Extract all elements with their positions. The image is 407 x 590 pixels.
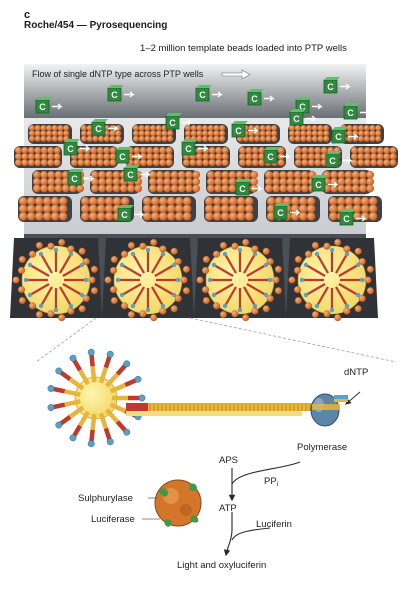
well-cross-sections: [10, 238, 378, 322]
sulphurylase-label: Sulphurylase: [78, 493, 133, 504]
nucleotide-c-cube: C: [311, 175, 339, 192]
nucleotide-c-cube: C: [107, 85, 135, 102]
template-dna-strand: [126, 403, 316, 416]
polymerase-label: Polymerase: [297, 442, 347, 453]
nucleotide-c-cube: C: [67, 169, 95, 186]
nucleotide-c-cube: C: [325, 151, 353, 168]
ptp-well: [238, 146, 286, 168]
nucleotide-c-cube: C: [123, 165, 151, 182]
dntp-label: dNTP: [344, 367, 368, 378]
well-section: [10, 238, 102, 322]
ptp-well: [18, 196, 72, 222]
ptp-well: [142, 196, 196, 222]
enzyme-complex: [154, 479, 202, 527]
nucleotide-letter: C: [119, 152, 126, 162]
nucleotide-letter: C: [199, 90, 206, 100]
figure-title: Roche/454 — Pyrosequencing: [24, 20, 168, 31]
atp-label: ATP: [219, 503, 237, 514]
nucleotide-c-cube: C: [343, 103, 371, 120]
nucleotide-letter: C: [315, 180, 322, 190]
well-section: [286, 238, 378, 322]
nucleotide-c-cube: C: [273, 203, 301, 220]
nucleotide-c-cube: C: [35, 97, 63, 114]
polymerase-enzyme: [310, 393, 340, 427]
nucleotide-c-cube: C: [323, 77, 351, 94]
nucleotide-c-cube: C: [195, 85, 223, 102]
nucleotide-letter: C: [235, 126, 242, 136]
ptp-well: [14, 146, 62, 168]
ptp-well: [148, 170, 201, 194]
luciferin-label: Luciferin: [256, 519, 292, 530]
nucleotide-letter: C: [169, 118, 176, 128]
template-bead: [47, 348, 146, 448]
nucleotide-c-cube: C: [115, 147, 143, 164]
nucleotide-letter: C: [293, 114, 300, 124]
nucleotide-letter: C: [335, 132, 342, 142]
nucleotide-c-cube: C: [247, 89, 275, 106]
ptp-well: [206, 170, 259, 194]
aps-label: APS: [219, 455, 238, 466]
ptp-well: [264, 170, 317, 194]
ptp-well: [28, 124, 72, 144]
nucleotide-letter: C: [239, 184, 246, 194]
well-section: [194, 238, 286, 322]
nucleotide-c-cube: C: [331, 127, 359, 144]
nucleotide-letter: C: [127, 170, 134, 180]
nucleotide-letter: C: [327, 82, 334, 92]
ptp-well: [322, 170, 375, 194]
nucleotide-letter: C: [185, 144, 192, 154]
ptp-well: [132, 124, 176, 144]
nucleotide-c-cube: C: [235, 179, 263, 196]
flow-direction-arrow: [221, 69, 251, 80]
nucleotide-letter: C: [267, 152, 274, 162]
nucleotide-c-cube: C: [263, 147, 291, 164]
nucleotide-c-cube: C: [339, 209, 367, 226]
zoom-guides: [35, 317, 397, 363]
nucleotide-letter: C: [71, 174, 78, 184]
nucleotide-letter: C: [299, 102, 306, 112]
enzyme-pointers: [142, 497, 160, 520]
reaction-pathway: [223, 461, 301, 557]
nucleotide-letter: C: [277, 208, 284, 218]
nucleotide-c-cube: C: [165, 113, 193, 130]
nucleotide-letter: C: [329, 156, 336, 166]
ptp-well: [350, 146, 398, 168]
nucleotide-letter: C: [95, 124, 102, 134]
nucleotide-c-cube: C: [117, 205, 145, 222]
ppi-label: PPi: [264, 476, 278, 488]
ptp-well: [288, 124, 332, 144]
nucleotide-c-cube: C: [231, 121, 259, 138]
nucleotide-c-cube: C: [91, 119, 119, 136]
nucleotide-letter: C: [343, 214, 350, 224]
light-label: Light and oxyluciferin: [177, 560, 266, 571]
nucleotide-c-cube: C: [289, 109, 317, 126]
nucleotide-c-cube: C: [63, 139, 91, 156]
nucleotide-letter: C: [111, 90, 118, 100]
ptp-well: [204, 196, 258, 222]
beads-loaded-note: 1–2 million template beads loaded into P…: [140, 43, 347, 54]
flow-label: Flow of single dNTP type across PTP well…: [32, 69, 204, 79]
nucleotide-c-cube: C: [181, 139, 209, 156]
nucleotide-letter: C: [347, 108, 354, 118]
ptp-well: [126, 146, 174, 168]
nucleotide-letter: C: [251, 94, 258, 104]
luciferase-label: Luciferase: [91, 514, 135, 525]
panel-letter: c: [24, 9, 31, 21]
nucleotide-letter: C: [67, 144, 74, 154]
nucleotide-letter: C: [39, 102, 46, 112]
nucleotide-letter: C: [121, 210, 128, 220]
well-section: [102, 238, 194, 322]
incoming-dntp: [334, 391, 361, 405]
